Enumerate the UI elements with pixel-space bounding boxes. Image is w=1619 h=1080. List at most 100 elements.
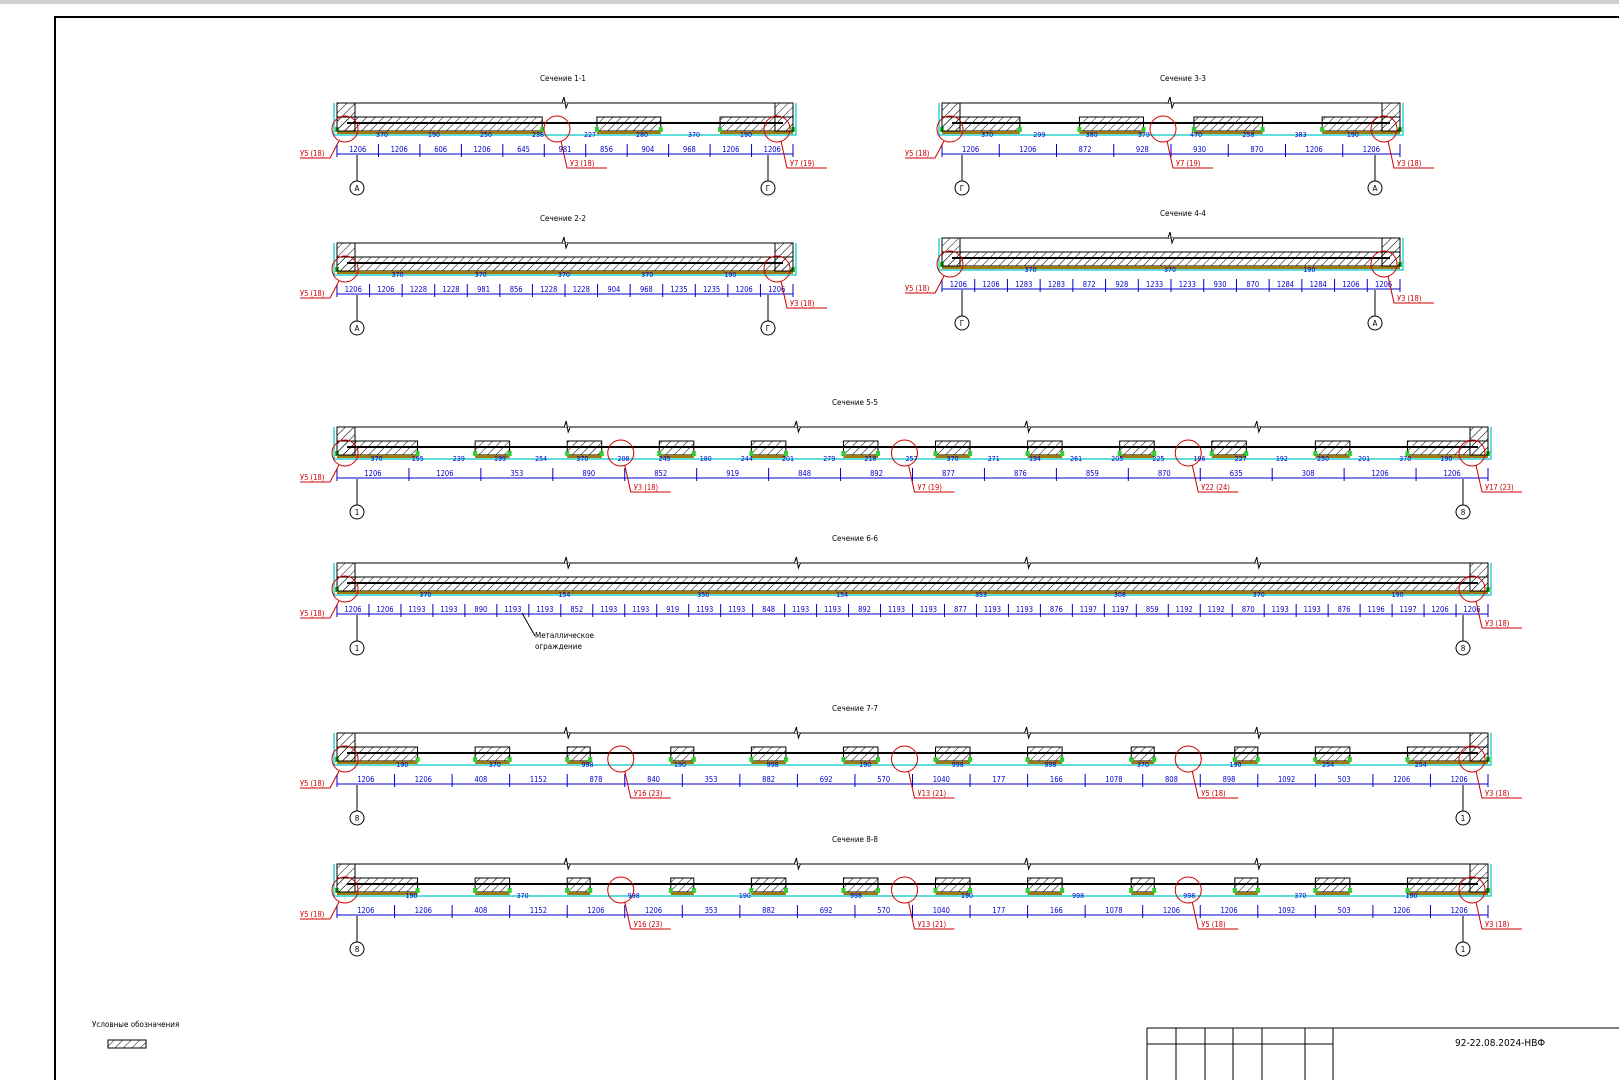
callout-circle: [1149, 115, 1177, 143]
sealant: [1313, 451, 1318, 456]
insulation-layer: [1079, 131, 1144, 134]
insulation-layer: [567, 892, 591, 895]
callout-label: У5 (18): [300, 910, 325, 919]
note-leader: [521, 612, 536, 637]
callout-circle: [331, 439, 359, 467]
callout-leader: [1191, 901, 1239, 930]
dimension-label-small: 271: [988, 455, 1000, 463]
callout-label: У3 (18): [570, 159, 595, 168]
section-title: Сечение 8-8: [832, 835, 878, 844]
callout-leader: [905, 275, 945, 294]
sealant: [507, 757, 512, 762]
dimension-label-small: 370: [1399, 455, 1411, 463]
dimension-label: 852: [570, 605, 583, 614]
callout-label: У16 (23): [634, 920, 663, 929]
dimension-label: 892: [858, 605, 871, 614]
dimension-label-small: 998: [1183, 892, 1195, 900]
dimension-label-small: 998: [1072, 892, 1084, 900]
dimension-label: 870: [1246, 280, 1259, 289]
callout-circle: [607, 439, 635, 467]
dimension-label: 919: [726, 469, 739, 478]
callout-leader: [1475, 600, 1522, 629]
axis-bubble: [954, 315, 970, 331]
wall-pier: [842, 746, 879, 762]
dimension-label-small: 195: [412, 455, 424, 463]
dimension-label-small: 250: [480, 131, 492, 139]
dimension-label: 1206: [1451, 906, 1468, 915]
insulation-layer: [720, 131, 793, 134]
dimension-label-small: 370: [376, 131, 388, 139]
dimension-label-small: 258: [1242, 131, 1254, 139]
callout-leader: [560, 140, 607, 169]
legend-hatch-swatch: [107, 1039, 147, 1049]
dimension-label: 1283: [1048, 280, 1065, 289]
wall-pier: [935, 440, 971, 456]
dimension-label: 1206: [357, 775, 374, 784]
callout-leader: [908, 901, 955, 930]
wall-pier: [1078, 116, 1145, 132]
dimension-label: 1228: [573, 285, 590, 294]
sealant: [1152, 451, 1157, 456]
dimension-label-small: 370: [1253, 591, 1265, 599]
callout-leader: [905, 140, 945, 159]
dimension-label: 1193: [600, 605, 617, 614]
dimension-label-small: 370: [688, 131, 700, 139]
callout-leader: [300, 464, 340, 483]
dimension-label: 1040: [933, 775, 950, 784]
sealant: [1060, 451, 1065, 456]
dimension-label: 1284: [1310, 280, 1327, 289]
dimension-label-small: 250: [1317, 455, 1329, 463]
corner-wall-left: [941, 102, 961, 132]
dimension-label: 1206: [1393, 906, 1410, 915]
dimension-label-small: 370: [558, 271, 570, 279]
dimension-label: 1193: [440, 605, 457, 614]
sealant: [1060, 757, 1065, 762]
callout-label: У5 (18): [1201, 920, 1226, 929]
dimension-label-small: 370: [371, 455, 383, 463]
insulation-layer: [1119, 455, 1155, 458]
callout-circle: [331, 115, 359, 143]
dimension-label: 1206: [587, 906, 604, 915]
dimension-label: 876: [1014, 469, 1027, 478]
dimension-label: 876: [1338, 605, 1351, 614]
insulation-layer: [337, 892, 418, 895]
callout-circle: [331, 876, 359, 904]
dimension-label-small: 201: [782, 455, 794, 463]
sealant: [1405, 451, 1410, 456]
dimension-label: 882: [762, 906, 775, 915]
dimension-label: 981: [477, 285, 490, 294]
sealant: [749, 757, 754, 762]
dimension-label: 928: [1136, 145, 1149, 154]
dimension-label: 968: [640, 285, 653, 294]
section-title: Сечение 1-1: [540, 74, 586, 83]
dimension-label-small: 280: [636, 131, 648, 139]
wall-pier: [1314, 877, 1351, 893]
axis-label: 1: [355, 508, 360, 517]
dimension-label: 177: [992, 906, 1005, 915]
sealant: [415, 451, 420, 456]
sealant: [1129, 757, 1134, 762]
dimension-label: 928: [1115, 280, 1128, 289]
sealant: [1025, 451, 1030, 456]
wall-pier: [1314, 746, 1351, 762]
dimension-label: 692: [820, 906, 833, 915]
dimension-label: 1283: [1015, 280, 1032, 289]
break-mark: [561, 236, 569, 250]
sealant: [718, 127, 723, 132]
insulation-layer: [1407, 892, 1488, 895]
wall-pier: [1027, 440, 1063, 456]
window-top-bar: [0, 0, 1619, 4]
insulation-layer: [1315, 455, 1350, 458]
sealant: [933, 451, 938, 456]
wall-pier: [1027, 877, 1063, 893]
dimension-label-small: 225: [1152, 455, 1164, 463]
sealant: [507, 888, 512, 893]
callout-label: У3 (18): [1397, 294, 1422, 303]
dimension-label-small: 205: [1111, 455, 1123, 463]
insulation-layer: [670, 892, 694, 895]
sealant: [933, 757, 938, 762]
sealant: [691, 451, 696, 456]
dimension-label: 1206: [1163, 906, 1180, 915]
dimension-label: 870: [1250, 145, 1263, 154]
